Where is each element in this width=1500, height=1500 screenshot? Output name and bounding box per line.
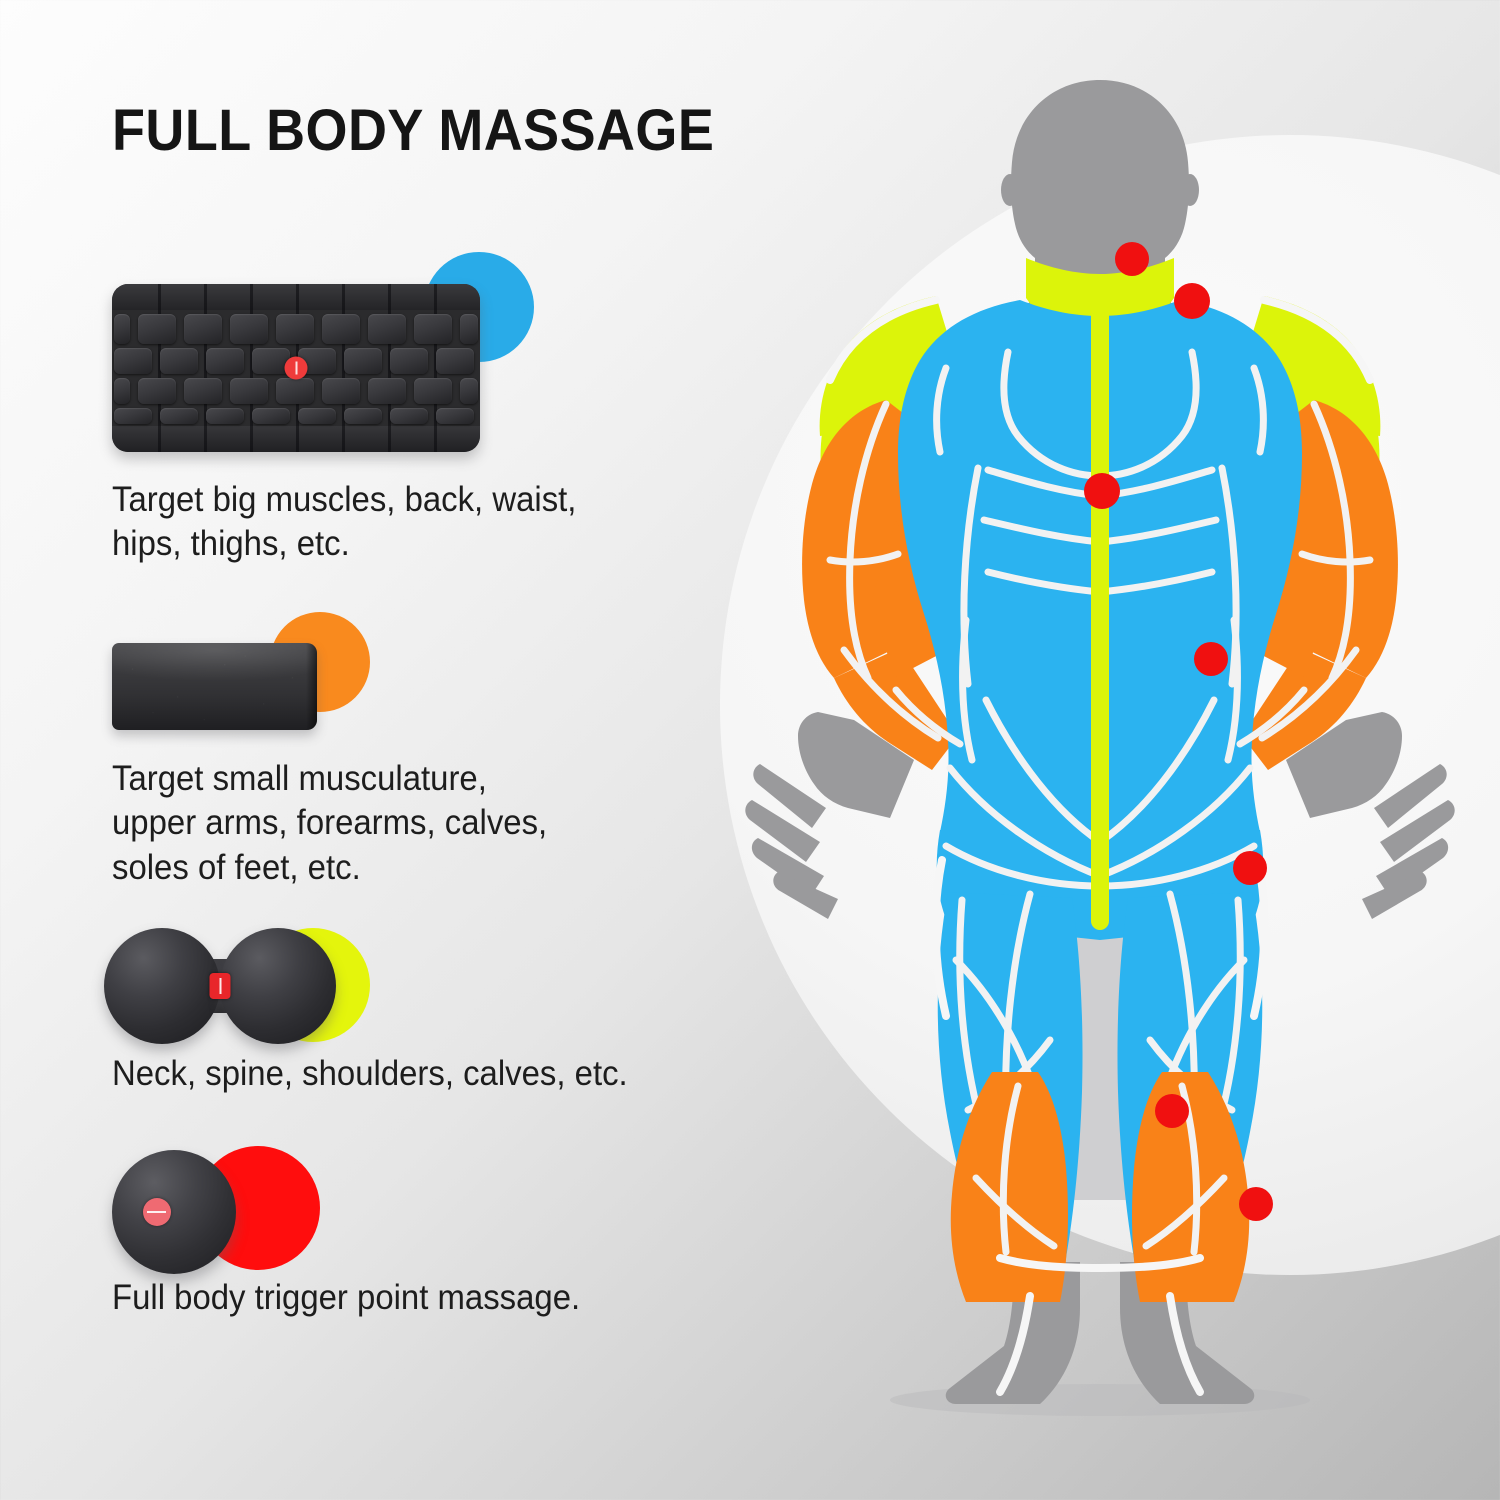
roller-nub	[184, 314, 222, 344]
anatomy-figure-svg	[745, 80, 1455, 1416]
roller-nub	[160, 408, 198, 424]
roller-nub	[344, 348, 382, 374]
roller-seam	[158, 284, 161, 452]
hand-right	[1286, 712, 1455, 919]
trigger-point-upper-calf	[1155, 1094, 1189, 1128]
calf-left	[950, 1072, 1068, 1302]
peanut-ball-left	[104, 928, 220, 1044]
roller-nub	[344, 408, 382, 424]
roller-nub	[436, 408, 474, 424]
roller-nub	[114, 408, 152, 424]
ear-left	[1001, 174, 1019, 206]
roller-nub	[114, 378, 130, 404]
peanut-brand-logo	[209, 973, 231, 999]
trapezius-cap-right	[1250, 296, 1381, 436]
roller-nub	[390, 348, 428, 374]
orange-muscle-group	[802, 400, 1398, 770]
trigger-point-sternum-chest	[1084, 473, 1120, 509]
single-massage-ball-image	[112, 1150, 236, 1274]
roller-nub	[160, 348, 198, 374]
trigger-point-shoulder	[1174, 283, 1210, 319]
roller-nub	[298, 408, 336, 424]
trigger-point-outer-thigh	[1233, 851, 1267, 885]
peanut-double-massage-ball-image	[104, 928, 336, 1044]
roller-nub	[276, 378, 314, 404]
anatomy-figure-panel	[700, 0, 1500, 1500]
hand-left	[745, 712, 914, 919]
textured-foam-roller-image	[112, 284, 480, 452]
roller-brand-logo	[284, 356, 308, 380]
roller-seam	[250, 284, 253, 452]
roller-nub	[460, 314, 478, 344]
roller-nub	[184, 378, 222, 404]
roller-nub	[368, 314, 406, 344]
ear-right	[1181, 174, 1199, 206]
roller-nub	[206, 348, 244, 374]
orange-calf-group	[950, 1072, 1250, 1302]
trapezius-cap-left	[819, 296, 950, 436]
calf-right	[1132, 1072, 1250, 1302]
smooth-foam-roller-image	[112, 643, 317, 730]
roller-nub	[414, 314, 452, 344]
arm-muscle-lines	[826, 400, 1374, 748]
spine-stripe	[1091, 290, 1109, 930]
roller-seam	[342, 284, 345, 452]
roller-nub	[252, 348, 290, 374]
roller-seam	[434, 284, 437, 452]
peanut-ball-right	[220, 928, 336, 1044]
trigger-point-lower-calf	[1239, 1187, 1273, 1221]
roller-nub	[230, 314, 268, 344]
roller-nub	[368, 378, 406, 404]
roller-nub	[138, 314, 176, 344]
roller-nub	[276, 314, 314, 344]
roller-nub	[230, 378, 268, 404]
trigger-point-neck	[1115, 242, 1149, 276]
roller-seam	[204, 284, 207, 452]
roller-nub	[322, 378, 360, 404]
roller-nub	[138, 378, 176, 404]
roller-texture-grain	[112, 643, 317, 730]
roller-nub	[460, 378, 478, 404]
ball-brand-logo	[142, 1198, 171, 1226]
feature-caption-3: Neck, spine, shoulders, calves, etc.	[112, 1054, 628, 1093]
trigger-point-hip-waist	[1194, 642, 1228, 676]
feature-caption-2: Target small musculature, upper arms, fo…	[112, 759, 548, 887]
roller-seam	[388, 284, 391, 452]
features-column: FULL BODY MASSAGE Target big muscles, ba…	[104, 98, 715, 1317]
roller-nub	[252, 408, 290, 424]
feature-caption-1: Target big muscles, back, waist, hips, t…	[112, 480, 577, 564]
roller-nub	[390, 408, 428, 424]
trigger-points-group	[1084, 242, 1273, 1221]
roller-nub	[114, 348, 152, 374]
roller-nub	[206, 408, 244, 424]
roller-nub	[114, 314, 130, 344]
roller-nub	[322, 314, 360, 344]
roller-nub	[436, 348, 474, 374]
roller-nub	[414, 378, 452, 404]
page-title: FULL BODY MASSAGE	[112, 98, 715, 163]
feature-caption-4: Full body trigger point massage.	[112, 1278, 581, 1317]
